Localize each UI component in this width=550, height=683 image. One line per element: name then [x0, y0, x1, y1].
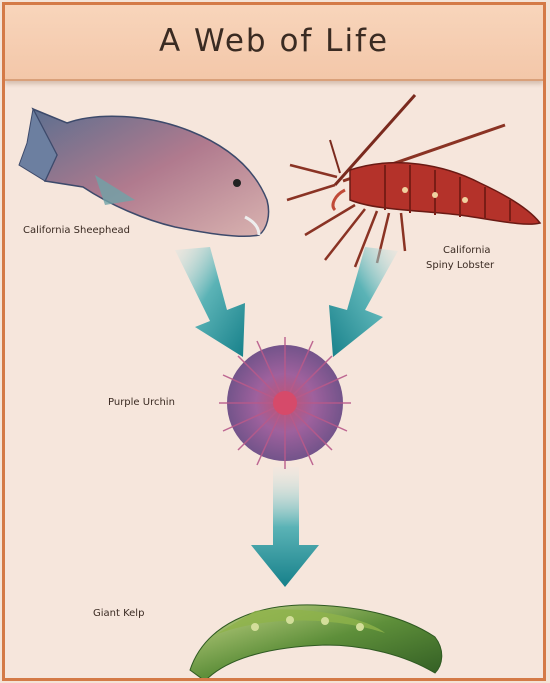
arrow-icon: [251, 467, 319, 587]
arrow-icon: [329, 247, 398, 357]
sheephead-fish-icon: [19, 109, 269, 236]
giant-kelp-icon: [190, 605, 442, 681]
purple-urchin-icon: [219, 337, 351, 469]
label-sheephead: California Sheephead: [23, 224, 130, 238]
food-web-artwork: [5, 5, 546, 681]
label-urchin: Purple Urchin: [108, 396, 175, 410]
spiny-lobster-icon: [287, 95, 540, 267]
arrow-icon: [175, 247, 245, 357]
label-lobster-line2: Spiny Lobster: [426, 259, 494, 273]
label-kelp: Giant Kelp: [93, 607, 144, 621]
label-lobster-line1: California: [443, 244, 491, 258]
